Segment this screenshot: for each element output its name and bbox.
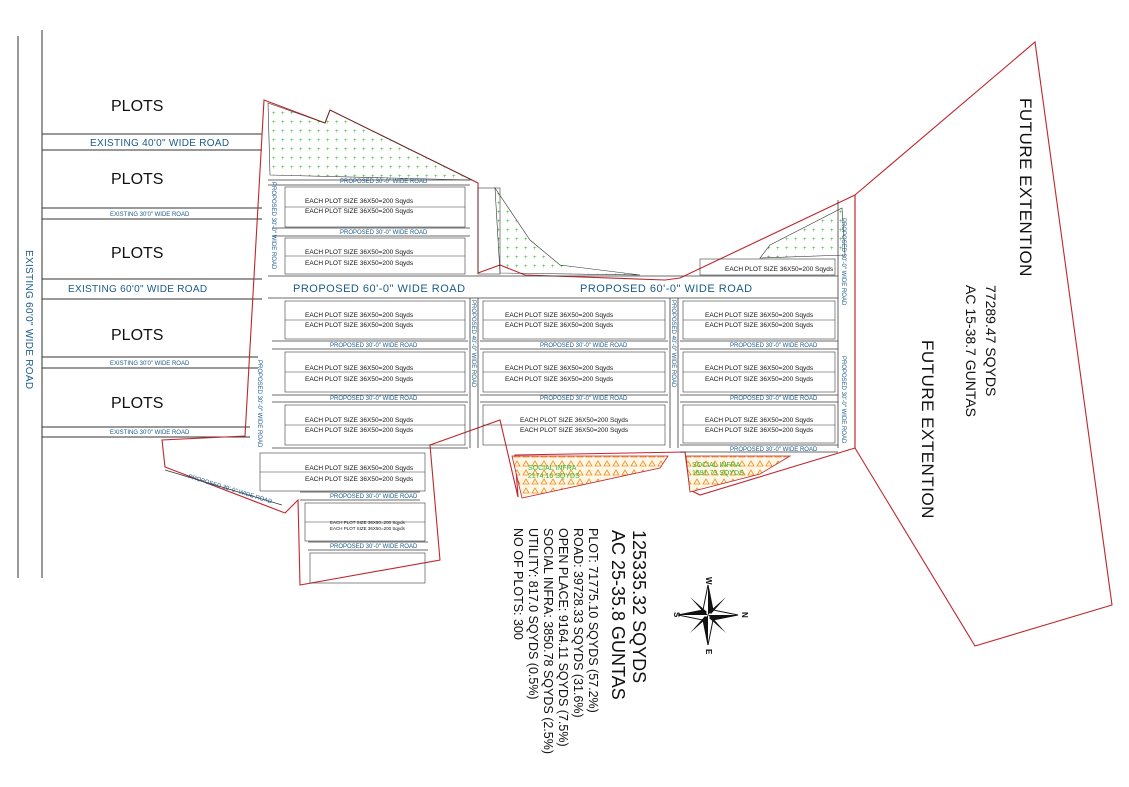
plot-size-label-11: EACH PLOT SIZE 36X50=200 Sqyds <box>505 312 614 319</box>
plot-size-label-20: EACH PLOT SIZE 36X50=200 Sqyds <box>705 376 814 383</box>
proposed-30-road-vertical-1: PROPOSED 30'-0" WIDE ROAD <box>840 218 846 306</box>
plots-label-2: PLOTS <box>111 171 163 188</box>
plot-size-label-27: EACH PLOT SIZE 36X50=200 Sqyds <box>330 526 406 531</box>
plot-size-label-24: EACH PLOT SIZE 36X50=200 Sqyds <box>305 465 414 472</box>
social-infra-1-area <box>511 455 669 499</box>
compass-w: W <box>704 577 713 585</box>
proposed-30-road-3: PROPOSED 30'-0" WIDE ROAD <box>330 343 418 349</box>
existing-zone: EXISTING 60'0" WIDE ROAD EXISTING 40'0" … <box>17 30 262 578</box>
proposed-60-road-left: PROPOSED 60'-0" WIDE ROAD <box>293 283 466 295</box>
plots-label-1: PLOTS <box>111 98 163 115</box>
proposed-30-road-4: PROPOSED 30'-0" WIDE ROAD <box>540 343 628 349</box>
proposed-30-road-2: PROPOSED 30'-0" WIDE ROAD <box>340 230 428 236</box>
plot-size-label-9: EACH PLOT SIZE 36X50=200 Sqyds <box>305 417 414 424</box>
social-infra-1-label: SOCIAL INFRA <box>528 465 577 472</box>
plot-grid <box>259 186 836 584</box>
proposed-30-road-12: PROPOSED 30'-0" WIDE ROAD <box>187 474 273 505</box>
plot-size-label-17: EACH PLOT SIZE 36X50=200 Sqyds <box>705 312 814 319</box>
plot-size-label-15: EACH PLOT SIZE 36X50=200 Sqyds <box>520 417 629 424</box>
proposed-30-road-6: PROPOSED 30'-0" WIDE ROAD <box>330 396 418 402</box>
proposed-30-road-10: PROPOSED 30'-0" WIDE ROAD <box>330 494 418 500</box>
summary-utility: UTILITY: 817.0 SQYDS (0.5%) <box>526 528 540 700</box>
open-space-top <box>267 102 473 181</box>
compass-rose: N S E W <box>672 577 749 655</box>
plot-size-label-12: EACH PLOT SIZE 36X50=200 Sqyds <box>505 322 614 329</box>
summary-road: ROAD: 39728.33 SQYDS (31.6%) <box>571 528 585 718</box>
existing-30-road-b-label: EXISTING 30'0" WIDE ROAD <box>110 361 190 367</box>
future-area-sqyds: 77289.47 SQYDS <box>983 285 999 396</box>
proposed-30-road-8: PROPOSED 30'-0" WIDE ROAD <box>730 396 818 402</box>
compass-s: S <box>672 612 681 618</box>
plots-label-4: PLOTS <box>111 327 163 344</box>
proposed-40-road-vertical-2: PROPOSED 40'-0" WIDE ROAD <box>670 300 676 388</box>
plot-size-label-18: EACH PLOT SIZE 36X50=200 Sqyds <box>705 322 814 329</box>
summary-no-of-plots: NO OF PLOTS: 300 <box>511 528 525 640</box>
plot-size-label-16: EACH PLOT SIZE 36X50=200 Sqyds <box>520 427 629 434</box>
plot-size-label-5: EACH PLOT SIZE 36X50=200 Sqyds <box>305 312 414 319</box>
summary-plot: PLOT: 71775.10 SQYDS (57.2%) <box>586 528 600 713</box>
proposed-60-road-right: PROPOSED 60'-0" WIDE ROAD <box>580 283 753 295</box>
plot-size-label-13: EACH PLOT SIZE 36X50=200 Sqyds <box>505 365 614 372</box>
summary-social-infra: SOCIAL INFRA: 3850.78 SQYDS (2.5%) <box>541 528 555 754</box>
proposed-40-road-vertical-1: PROPOSED 40'-0" WIDE ROAD <box>470 300 476 388</box>
summary-total-sqyds: 125335.32 SQYDS <box>629 530 649 683</box>
summary-open-place: OPEN PLACE: 9164.11 SQYDS (7.5%) <box>556 528 570 747</box>
social-infra-2-area-label: 1691.73 SQYDS <box>692 470 744 477</box>
plot-size-label-8: EACH PLOT SIZE 36X50=200 Sqyds <box>305 376 414 383</box>
plot-size-label-19: EACH PLOT SIZE 36X50=200 Sqyds <box>705 365 814 372</box>
plot-size-label-21: EACH PLOT SIZE 36X50=200 Sqyds <box>705 417 814 424</box>
plots-label-3: PLOTS <box>111 245 163 262</box>
plot-size-label-6: EACH PLOT SIZE 36X50=200 Sqyds <box>305 322 414 329</box>
proposed-30-road-vertical-2: PROPOSED 30'-0" WIDE ROAD <box>840 356 846 444</box>
existing-40-road-label: EXISTING 40'0" WIDE ROAD <box>90 138 229 149</box>
plot-size-label-14: EACH PLOT SIZE 36X50=200 Sqyds <box>505 376 614 383</box>
proposed-30-road-1: PROPOSED 30'-0" WIDE ROAD <box>340 179 428 185</box>
proposed-30-road-11: PROPOSED 30'-0" WIDE ROAD <box>330 544 418 550</box>
existing-30-road-a-label: EXISTING 30'0" WIDE ROAD <box>110 212 190 218</box>
existing-60-road-vertical: EXISTING 60'0" WIDE ROAD <box>23 250 34 389</box>
existing-30-road-c-label: EXISTING 30'0" WIDE ROAD <box>110 430 190 436</box>
summary-total-acres: AC 25-35.8 GUNTAS <box>608 530 628 700</box>
proposed-30-road-vertical-3: PROPOSED 30'-0" WIDE ROAD <box>270 182 276 270</box>
compass-n: N <box>740 612 749 618</box>
plot-size-label-23: EACH PLOT SIZE 36X50=200 Sqyds <box>725 266 834 273</box>
plot-size-label-4: EACH PLOT SIZE 36X50=200 Sqyds <box>305 260 414 267</box>
compass-e: E <box>704 649 713 655</box>
social-infra-2-area <box>685 455 792 493</box>
social-infra-1-area-label: 2174.16 SQYDS <box>528 473 580 480</box>
plot-size-label-26: EACH PLOT SIZE 36X50=200 Sqyds <box>330 520 406 525</box>
future-area-acres: AC 15-38.7 GUNTAS <box>963 285 979 417</box>
plot-size-label-2: EACH PLOT SIZE 36X50=200 Sqyds <box>305 208 414 215</box>
future-boundary <box>854 40 1113 647</box>
future-label-1: FUTURE EXTENTION <box>1016 98 1035 277</box>
plot-size-label-3: EACH PLOT SIZE 36X50=200 Sqyds <box>305 249 414 256</box>
plot-size-label-7: EACH PLOT SIZE 36X50=200 Sqyds <box>305 365 414 372</box>
main-layout: PROPOSED 60'-0" WIDE ROAD PROPOSED 60'-0… <box>161 99 856 586</box>
plot-size-label-22: EACH PLOT SIZE 36X50=200 Sqyds <box>705 427 814 434</box>
proposed-30-road-7: PROPOSED 30'-0" WIDE ROAD <box>540 396 628 402</box>
plot-size-label-1: EACH PLOT SIZE 36X50=200 Sqyds <box>305 198 414 205</box>
open-space-right <box>759 207 846 259</box>
road-lines <box>164 179 839 551</box>
plot-size-label-10: EACH PLOT SIZE 36X50=200 Sqyds <box>305 427 414 434</box>
proposed-30-road-vertical-4: PROPOSED 30'-0" WIDE ROAD <box>256 360 262 448</box>
plot-size-label-25: EACH PLOT SIZE 36X50=200 Sqyds <box>305 476 414 483</box>
proposed-30-road-9: PROPOSED 30'-0" WIDE ROAD <box>730 447 818 453</box>
future-label-2: FUTURE EXTENTION <box>918 340 937 519</box>
area-summary: 125335.32 SQYDS AC 25-35.8 GUNTAS PLOT: … <box>511 528 649 754</box>
social-infra-2-label: SOCIAL INFRA <box>692 462 741 469</box>
existing-60-road-label: EXISTING 60'0" WIDE ROAD <box>68 284 207 295</box>
plots-label-5: PLOTS <box>111 395 163 412</box>
proposed-30-road-5: PROPOSED 30'-0" WIDE ROAD <box>730 343 818 349</box>
future-extension: FUTURE EXTENTION FUTURE EXTENTION 77289.… <box>854 40 1113 647</box>
open-space-mid <box>494 186 641 276</box>
